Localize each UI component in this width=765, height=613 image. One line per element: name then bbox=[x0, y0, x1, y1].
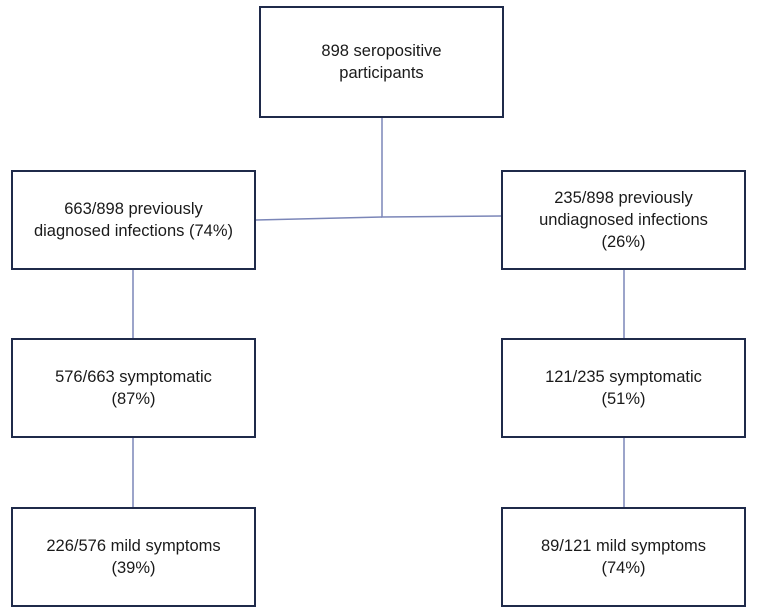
box-previously-undiagnosed: 235/898 previously undiagnosed infection… bbox=[501, 170, 746, 270]
connector-horizontal-right bbox=[381, 215, 502, 218]
box-diagnosed-symptomatic: 576/663 symptomatic (87%) bbox=[11, 338, 256, 438]
box-left-mild-line2: (39%) bbox=[111, 559, 156, 577]
box-root-line2: participants bbox=[339, 64, 424, 82]
box-left-symptomatic-line1: 576/663 symptomatic bbox=[55, 368, 212, 386]
box-root-line1: 898 seropositive bbox=[321, 42, 442, 60]
box-right-mild-line2: (74%) bbox=[601, 559, 646, 577]
box-right-symptomatic-line1: 121/235 symptomatic bbox=[545, 368, 702, 386]
box-undiagnosed-line2: undiagnosed infections bbox=[539, 211, 708, 229]
box-undiagnosed-line1: 235/898 previously bbox=[554, 189, 693, 207]
box-undiagnosed-mild-symptoms: 89/121 mild symptoms (74%) bbox=[501, 507, 746, 607]
box-right-mild-line1: 89/121 mild symptoms bbox=[540, 537, 707, 555]
box-diagnosed-line2: diagnosed infections (74%) bbox=[33, 222, 234, 240]
box-left-symptomatic-line2: (87%) bbox=[111, 390, 156, 408]
box-diagnosed-line1: 663/898 previously bbox=[64, 200, 203, 218]
box-undiagnosed-symptomatic: 121/235 symptomatic (51%) bbox=[501, 338, 746, 438]
box-right-symptomatic-line2: (51%) bbox=[601, 390, 646, 408]
box-undiagnosed-line3: (26%) bbox=[601, 233, 646, 251]
box-seropositive-participants: 898 seropositive participants bbox=[259, 6, 504, 118]
connector-horizontal-left bbox=[255, 216, 383, 221]
box-left-mild-line1: 226/576 mild symptoms bbox=[46, 537, 221, 555]
box-diagnosed-mild-symptoms: 226/576 mild symptoms (39%) bbox=[11, 507, 256, 607]
box-previously-diagnosed: 663/898 previously diagnosed infections … bbox=[11, 170, 256, 270]
